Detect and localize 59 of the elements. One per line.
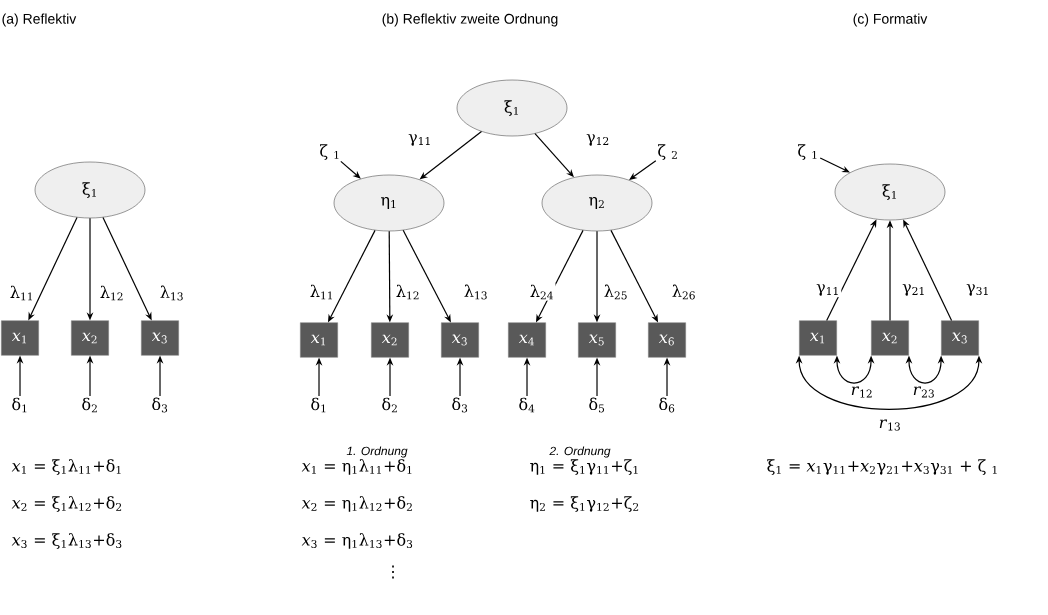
indicator-box: x$_{1}$ [300,322,338,358]
equation: x$_{2}$ = η$_{1}$λ$_{12}$+δ$_{2}$ [301,496,412,512]
panel-title: (c) Formativ [853,13,928,27]
edge-label: λ$_{11}$ [8,284,36,302]
equation: ξ$_{1}$ = x$_{1}$γ$_{11}$+x$_{2}$γ$_{21}$+x$_{3}$γ$_{31}$ + ζ $_{1}$ [767,459,997,475]
equation: x$_{2}$ = ξ$_{1}$λ$_{12}$+δ$_{2}$ [11,496,122,512]
arrow [819,157,850,173]
indicator-box: x$_{3}$ [141,320,179,356]
equation: x$_{1}$ = ξ$_{1}$λ$_{11}$+δ$_{1}$ [11,459,121,475]
edge-label: λ$_{25}$ [602,283,630,301]
equation: x$_{3}$ = ξ$_{1}$λ$_{13}$+δ$_{3}$ [11,533,122,549]
edge-label: λ$_{26}$ [670,283,698,301]
edge-label: r$_{13}$ [877,418,903,432]
indicator-box: x$_{3}$ [441,322,479,358]
error-term: δ$_{2}$ [382,397,397,413]
edge-label: λ$_{12}$ [98,284,126,302]
equation: η$_{1}$ = ξ$_{1}$γ$_{11}$+ζ$_{1}$ [530,459,638,475]
edge-label: λ$_{11}$ [308,283,336,301]
indicator-box: x$_{6}$ [648,322,686,358]
error-term: ζ $_{2}$ [658,144,677,160]
indicator-box: x$_{2}$ [371,322,409,358]
edge-label: r$_{12}$ [849,385,875,399]
error-term: δ$_{6}$ [659,397,675,413]
section-label: 1. Ordnung [346,446,408,458]
error-term: δ$_{1}$ [12,397,27,413]
panel-title: (b) Reflektiv zweite Ordnung [382,13,558,27]
error-term: δ$_{3}$ [152,397,168,413]
error-term: δ$_{1}$ [311,397,326,413]
equation: η$_{2}$ = ξ$_{1}$γ$_{12}$+ζ$_{2}$ [530,496,639,512]
section-label: 2. Ordnung [549,446,611,458]
indicator-box: x$_{3}$ [941,320,979,356]
edge-label: λ$_{13}$ [158,284,186,302]
equation: x$_{3}$ = η$_{1}$λ$_{13}$+δ$_{3}$ [301,533,413,549]
indicator-box: x$_{4}$ [508,322,546,358]
indicator-box: x$_{2}$ [871,320,909,356]
edge-label: λ$_{24}$ [528,283,556,301]
edge-label: λ$_{12}$ [394,283,422,301]
indicator-box: x$_{2}$ [71,320,109,356]
equation: x$_{1}$ = η$_{1}$λ$_{11}$+δ$_{1}$ [301,459,412,475]
error-term: δ$_{2}$ [82,397,97,413]
error-term: δ$_{3}$ [452,397,468,413]
indicator-box: x$_{1}$ [799,320,837,356]
edge-label: λ$_{13}$ [462,283,490,301]
ellipsis: ⋮ [392,565,394,579]
arrow [340,160,361,179]
indicator-box: x$_{1}$ [1,320,39,356]
error-term: ζ $_{1}$ [320,144,339,160]
edge-label: γ$_{11}$ [814,282,842,298]
panel-title: (a) Reflektiv [2,13,77,27]
arrow [629,160,657,180]
edge-label: r$_{23}$ [911,385,937,399]
edge-label: γ$_{12}$ [584,132,612,148]
error-term: δ$_{4}$ [519,397,535,413]
edge-label: γ$_{31}$ [964,282,992,298]
indicator-box: x$_{5}$ [578,322,616,358]
edge-label: γ$_{11}$ [406,132,434,148]
error-term: ζ $_{1}$ [798,144,817,160]
error-term: δ$_{5}$ [589,397,605,413]
edge-label: γ$_{21}$ [900,282,928,298]
